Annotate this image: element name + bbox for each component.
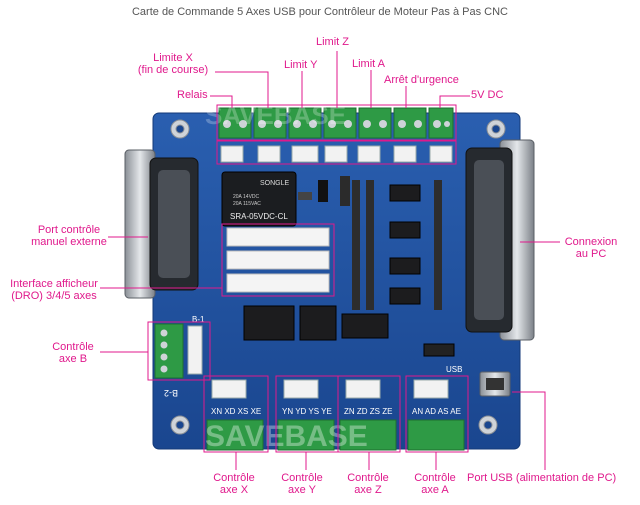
label-limit-a: Limit A xyxy=(352,58,386,70)
usb-silk: USB xyxy=(446,365,462,374)
label-arret-urgence: Arrêt d'urgence xyxy=(384,74,459,86)
pcb-board xyxy=(152,112,521,450)
axis-z-silk: ZN ZD ZS ZE xyxy=(344,407,392,416)
label-connexion-pc-2: au PC xyxy=(575,248,607,260)
relay-model: SRA-05VDC-CL xyxy=(230,212,288,221)
b2-silk: B-2 xyxy=(164,388,178,398)
resistor-array xyxy=(352,180,442,310)
label-relais: Relais xyxy=(177,89,208,101)
relay-brand: SONGLE xyxy=(260,180,290,187)
small-components xyxy=(298,176,350,206)
top-terminal-blocks xyxy=(218,107,454,139)
axis-headers xyxy=(211,379,449,399)
ic-chips xyxy=(243,184,421,341)
label-5v-dc: 5V DC xyxy=(471,89,504,101)
label-port-manuel-2: manuel externe xyxy=(31,236,107,248)
axis-b-terminal: B-2 B-1 xyxy=(154,315,205,398)
label-axe-b-1: Contrôle xyxy=(52,341,94,353)
label-limite-x-2: (fin de course) xyxy=(137,64,209,76)
relay-spec-1: 20A 14VDC xyxy=(233,194,260,200)
label-axe-a-2: axe A xyxy=(421,484,449,496)
label-axe-b-2: axe B xyxy=(58,353,88,365)
watermark-bottom: SAVEBASE xyxy=(205,420,368,453)
label-limite-x-1: Limite X xyxy=(153,52,193,64)
callout-lines xyxy=(100,51,560,470)
label-axe-x-1: Contrôle xyxy=(213,472,255,484)
bottom-terminal-blocks xyxy=(206,419,465,451)
b1-silk: B-1 xyxy=(192,315,205,324)
label-limit-z: Limit Z xyxy=(316,36,349,48)
label-port-manuel-1: Port contrôle xyxy=(37,224,101,236)
relay-spec-2: 20A 115VAC xyxy=(233,201,261,207)
mounting-holes xyxy=(170,119,506,435)
axis-silk: XN XD XS XE YN YD YS YE ZN ZD ZS ZE AN A… xyxy=(211,407,461,416)
axis-y-silk: YN YD YS YE xyxy=(282,407,332,416)
usb-port: USB xyxy=(446,365,511,397)
label-usb: Port USB (alimentation de PC) xyxy=(467,472,617,484)
axis-x-silk: XN XD XS XE xyxy=(211,407,261,416)
label-axe-a-1: Contrôle xyxy=(414,472,456,484)
axis-a-silk: AN AD AS AE xyxy=(412,407,461,416)
page-title: Carte de Commande 5 Axes USB pour Contrô… xyxy=(131,6,508,18)
relay: SONGLE 20A 14VDC 20A 115VAC SRA-05VDC-CL xyxy=(221,171,297,227)
top-headers xyxy=(220,145,453,163)
label-connexion-pc-1: Connexion xyxy=(564,236,618,248)
label-axe-z-1: Contrôle xyxy=(347,472,389,484)
label-axe-y-1: Contrôle xyxy=(281,472,323,484)
dro-headers xyxy=(226,227,330,293)
label-afficheur-1: Interface afficheur xyxy=(10,278,98,290)
label-limit-y: Limit Y xyxy=(284,59,318,71)
left-db-connector xyxy=(124,149,199,299)
label-axe-y-2: axe Y xyxy=(288,484,316,496)
label-axe-z-2: axe Z xyxy=(354,484,382,496)
power-switch xyxy=(423,343,455,357)
label-afficheur-2: (DRO) 3/4/5 axes xyxy=(11,290,97,302)
right-db-connector xyxy=(465,139,535,341)
label-axe-x-2: axe X xyxy=(219,484,249,496)
